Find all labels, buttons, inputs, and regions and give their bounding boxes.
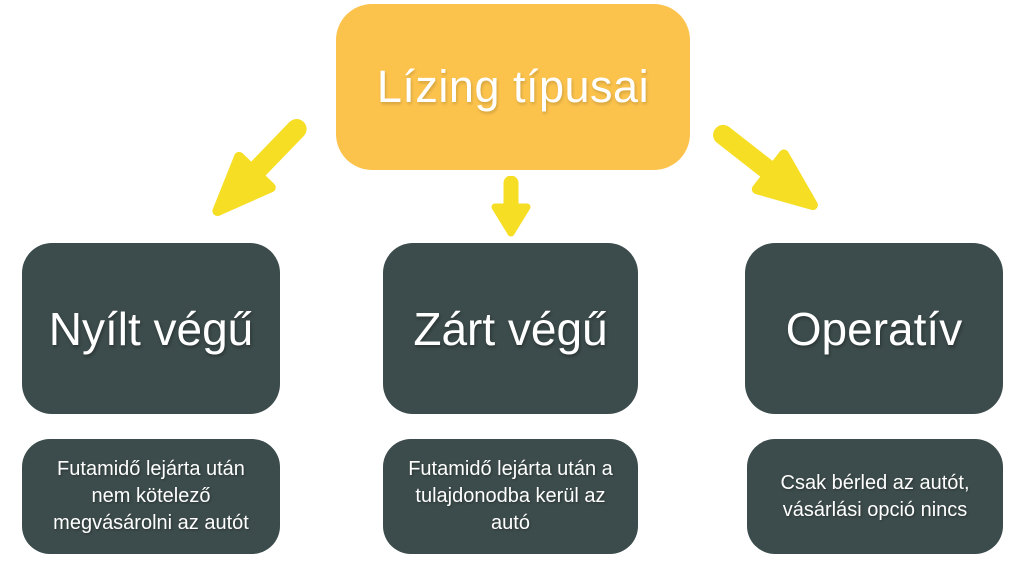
branch-label: Operatív [785,302,963,355]
branch-description: Futamidő lejárta után nem kötelező megvá… [53,458,249,534]
down-right-arrow-icon [698,107,838,234]
down-arrow-icon [490,176,532,238]
title-box: Lízing típusai [336,4,690,170]
branch-label: Nyílt végű [48,302,254,355]
diagram-title: Lízing típusai [376,61,650,112]
description-box-nyilt-vegu: Futamidő lejárta után nem kötelező megvá… [22,439,280,554]
description-box-operativ: Csak bérled az autót, vásárlási opció ni… [747,439,1003,554]
branch-description: Futamidő lejárta után a tulajdonodba ker… [408,458,613,534]
down-left-arrow-icon [190,102,323,237]
branch-box-operativ: Operatív [745,243,1003,414]
branch-box-nyilt-vegu: Nyílt végű [22,243,280,414]
description-box-zart-vegu: Futamidő lejárta után a tulajdonodba ker… [383,439,638,554]
branch-description: Csak bérled az autót, vásárlási opció ni… [780,471,970,521]
branch-label: Zárt végű [413,302,608,355]
branch-box-zart-vegu: Zárt végű [383,243,638,414]
